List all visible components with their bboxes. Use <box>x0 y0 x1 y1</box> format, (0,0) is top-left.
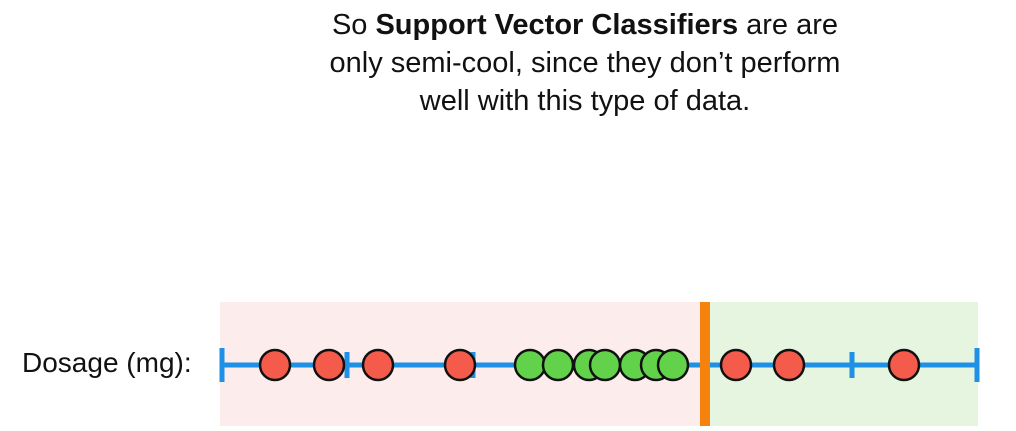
green-data-point <box>513 348 547 382</box>
caption-line-1: So Support Vector Classifiers are are <box>230 6 940 44</box>
caption-line-2: only semi-cool, since they don’t perform <box>329 47 841 79</box>
dosage-axis-label: Dosage (mg): <box>22 347 192 378</box>
caption-line-3: well with this type of data. <box>419 85 751 117</box>
green-data-point <box>588 348 622 382</box>
caption-bold-term: Support Vector Classifiers <box>375 9 739 41</box>
red-data-point <box>772 348 806 382</box>
caption-prefix: So <box>331 9 376 41</box>
red-data-point <box>887 348 921 382</box>
green-data-point <box>541 348 575 382</box>
red-data-point <box>443 348 477 382</box>
decision-threshold <box>700 302 710 426</box>
red-data-point <box>361 348 395 382</box>
red-data-point <box>719 348 753 382</box>
caption-line-1-rest: are are <box>738 9 839 41</box>
threshold-bar <box>700 302 710 426</box>
observation-points <box>258 348 921 382</box>
red-data-point <box>258 348 292 382</box>
green-data-point <box>656 348 690 382</box>
red-data-point <box>312 348 346 382</box>
slide-caption: So Support Vector Classifiers are are on… <box>230 6 940 120</box>
